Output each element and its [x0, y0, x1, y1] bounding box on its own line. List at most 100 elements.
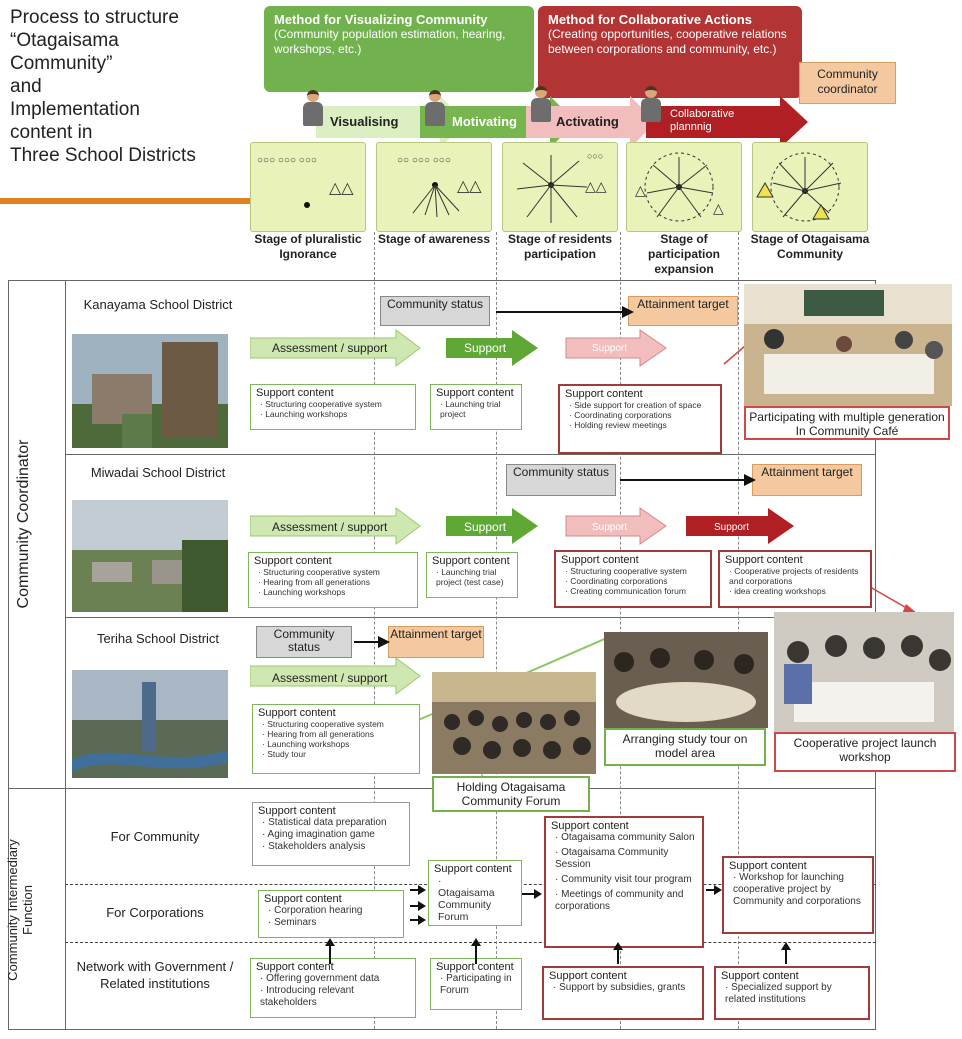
svg-text:△: △ — [713, 200, 724, 216]
teriha-assessment-label: Assessment / support — [272, 671, 388, 685]
support-item: · Launching trial project (test case) — [436, 567, 504, 587]
community-status-miwadai: Community status — [506, 464, 616, 496]
support-heading: Support content — [254, 555, 332, 567]
photo-teriha — [72, 670, 228, 778]
page-title: Process to structure “Otagaisama Communi… — [10, 7, 196, 166]
support-box-subsidies: Support content · Support by subsidies, … — [542, 966, 704, 1020]
stage-dash — [496, 232, 497, 1029]
phase-activating: Activating — [556, 114, 619, 129]
up-arrows — [325, 938, 791, 964]
phase-motivating: Motivating — [452, 114, 517, 129]
support-heading: Support content — [436, 961, 514, 973]
support-heading: Support content — [561, 554, 639, 566]
support-item: · Creating communication forum — [565, 586, 686, 596]
support-item: · Community visit tour program — [555, 874, 692, 885]
support-item: · Otagaisama Community Forum — [438, 875, 495, 923]
support-heading: Support content — [725, 554, 803, 566]
person-icon — [424, 90, 446, 128]
support-item: · Hearing from all generations — [258, 577, 370, 587]
support-item: · idea creating workshops — [729, 586, 826, 596]
attainment-target-kanayama: Attainment target — [628, 296, 738, 326]
stage-label-awareness: Stage of awareness — [377, 232, 491, 246]
stage-dash — [620, 232, 621, 1029]
svg-text:○○○ ○○○ ○○○: ○○○ ○○○ ○○○ — [257, 155, 317, 166]
svg-text:○○○: ○○○ — [587, 151, 603, 161]
support-item: · Aging imagination game — [262, 829, 375, 840]
support-heading: Support content — [721, 970, 799, 982]
support-box-specialized: Support content · Specialized support by… — [714, 966, 870, 1020]
caption-community-forum: Holding Otagaisama Community Forum — [432, 776, 590, 812]
svg-text:△: △ — [635, 182, 646, 198]
kanayama-assessment-label: Assessment / support — [272, 341, 388, 355]
method-visualizing-title: Method for Visualizing Community — [274, 12, 488, 27]
caption-study-tour: Arranging study tour on model area — [604, 728, 766, 766]
community-status-teriha: Community status — [256, 626, 352, 658]
miwadai-support-box-3: Support content · Structuring cooperativ… — [554, 550, 712, 608]
side-title-coordinator: Community Coordinator — [15, 439, 32, 609]
svg-text:△△: △△ — [329, 180, 354, 197]
support-box-community: Support content · Statistical data prepa… — [252, 802, 410, 866]
kanayama-arrows — [250, 306, 753, 367]
miwadai-arrows — [250, 474, 918, 614]
row-label-community: For Community — [110, 829, 200, 844]
miwadai-assessment-label: Assessment / support — [272, 520, 388, 534]
stage-label-ignorance: Stage of pluralistic Ignorance — [254, 232, 362, 261]
grid-col-divider — [65, 280, 66, 1030]
stage-dash — [738, 232, 739, 1029]
row-divider — [65, 454, 876, 455]
person-icon — [530, 86, 552, 124]
support-item: · Structuring cooperative system — [258, 567, 380, 577]
support-item: · Launching workshops — [260, 409, 348, 419]
support-item: · Statistical data preparation — [262, 817, 387, 828]
person-icon — [302, 90, 324, 128]
grid-bottom — [8, 1029, 876, 1030]
stage-diagram-otagaisama — [752, 142, 868, 232]
caption-cooperative-workshop: Cooperative project launch workshop — [774, 732, 956, 772]
stage-label-otagaisama: Stage of Otagaisama Community — [750, 232, 870, 261]
stage-diagram-ignorance: ○○○ ○○○ ○○○ △△ — [250, 142, 366, 232]
support-item: · Specialized support by related institu… — [725, 982, 832, 1005]
method-visualizing-box: Method for Visualizing Community (Commun… — [264, 6, 534, 92]
support-heading: Support content — [264, 893, 342, 905]
photo-miwadai — [72, 500, 228, 612]
support-heading: Support content — [551, 820, 629, 832]
support-item: · Coordinating corporations — [565, 576, 668, 586]
kanayama-support-box-1: Support content · Structuring cooperativ… — [250, 384, 416, 430]
photo-community-cafe — [744, 284, 952, 406]
support-heading: Support content — [549, 970, 627, 982]
photo-community-forum — [432, 672, 596, 774]
support-item: · Meetings of community and corporations — [555, 889, 684, 912]
support-item: · Otagaisama community Salon — [555, 832, 695, 843]
district-name-teriha: Teriha School District — [96, 631, 220, 646]
support-item: · Workshop for launching cooperative pro… — [733, 872, 861, 907]
support-item: · Introducing relevant stakeholders — [260, 985, 354, 1008]
support-heading: Support content — [432, 555, 510, 567]
photo-study-tour — [604, 632, 768, 728]
support-item: · Corporation hearing — [268, 905, 363, 916]
community-status-kanayama: Community status — [380, 296, 490, 326]
support-item: · Seminars — [268, 917, 317, 928]
support-heading: Support content — [258, 805, 336, 817]
support-item: · Hearing from all generations — [262, 729, 374, 739]
caption-community-cafe: Participating with multiple generation I… — [744, 406, 950, 440]
miwadai-support-label-2: Support — [592, 522, 628, 533]
method-collaborative-title: Method for Collaborative Actions — [548, 12, 752, 27]
attainment-target-miwadai: Attainment target — [752, 464, 862, 496]
miwadai-support-box-2: Support content · Launching trial projec… — [426, 552, 518, 598]
kanayama-support-label-2: Support — [592, 343, 628, 354]
support-item: · Coordinating corporations — [569, 410, 672, 420]
support-heading: Support content — [434, 863, 512, 875]
grid-left — [8, 280, 9, 1030]
support-item: · Otagaisama Community Session — [555, 847, 669, 870]
phase-collaborative: Collaborative plannnig — [670, 108, 735, 133]
row-label-corporations: For Corporations — [106, 905, 204, 920]
intermediary-arrows — [410, 885, 722, 925]
support-item: · Launching trial project — [440, 399, 501, 419]
support-box-government: Support content · Offering government da… — [250, 958, 416, 1018]
support-item: · Side support for creation of space — [569, 400, 702, 410]
support-item: · Stakeholders analysis — [262, 841, 366, 852]
activating-arrow — [526, 96, 656, 148]
support-item: · Structuring cooperative system — [260, 399, 382, 409]
support-heading: Support content — [256, 961, 334, 973]
support-box-workshop: Support content · Workshop for launching… — [722, 856, 874, 934]
